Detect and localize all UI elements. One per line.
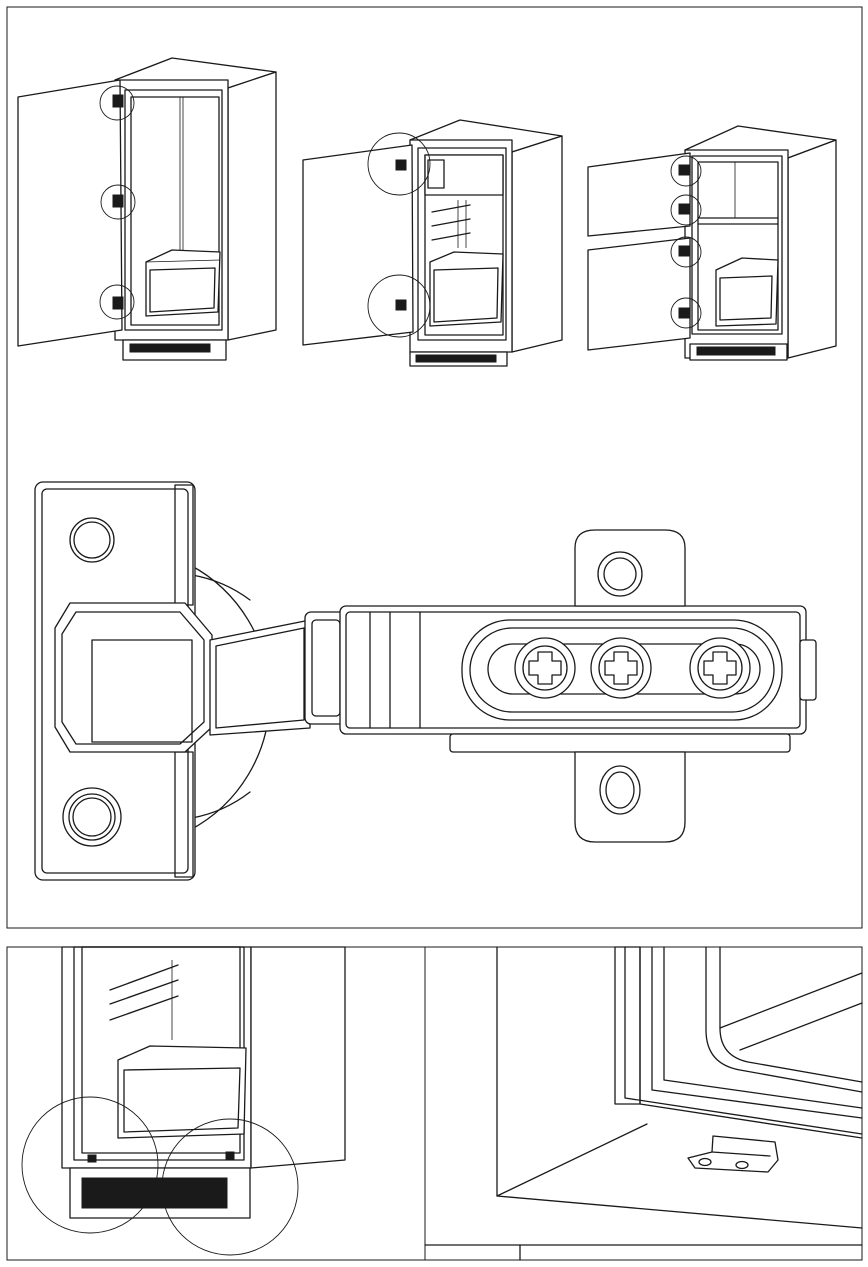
hinge-callout-circle: [670, 194, 702, 226]
hinge-callout-circle: [670, 155, 702, 187]
hinge-callout-circle: [670, 236, 702, 268]
cabinet-base-callouts: [61, 946, 346, 1219]
short-single-door-cabinet: [302, 119, 563, 367]
hinge-callout-circle: [99, 284, 135, 320]
hinge-callout-circle: [99, 85, 135, 121]
hinge-callout-circle: [161, 1118, 299, 1256]
bottom-bracket-closeup: [424, 946, 863, 1261]
top-panel-frame: [6, 6, 863, 929]
screw: [689, 637, 751, 699]
tall-single-door-cabinet: [17, 57, 277, 361]
screw: [590, 637, 652, 699]
hinge-callout-circle: [670, 297, 702, 329]
bottom-panel-frame: [6, 946, 863, 1261]
screw: [514, 637, 576, 699]
hinge-callout-circle: [21, 1096, 159, 1234]
hinge-callout-circle: [367, 274, 431, 338]
concealed-hinge: [34, 481, 817, 881]
two-door-cabinet: [587, 125, 837, 361]
hinge-callout-circle: [367, 132, 431, 196]
hinge-callout-circle: [100, 184, 136, 220]
